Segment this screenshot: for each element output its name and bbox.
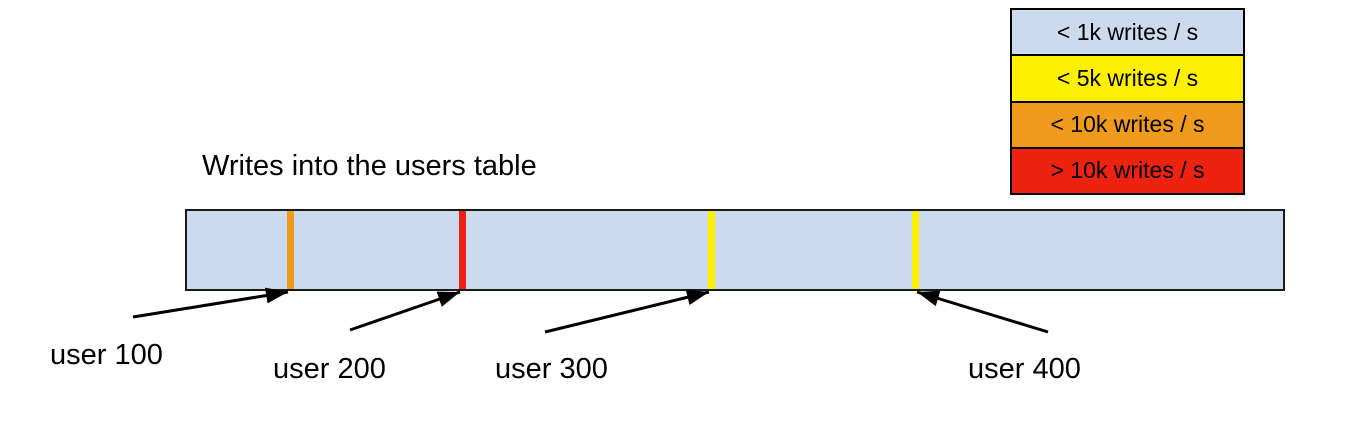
callout-label-3: user 400 <box>968 353 1081 385</box>
marker-user-200 <box>459 211 466 289</box>
users-table-bar <box>185 209 1285 291</box>
callout-label-0: user 100 <box>50 339 163 371</box>
legend-row-1: < 5k writes / s <box>1012 56 1243 103</box>
bar-title: Writes into the users table <box>202 150 537 182</box>
legend-row-label: < 10k writes / s <box>1050 111 1205 138</box>
write-rate-legend: < 1k writes / s < 5k writes / s < 10k writ… <box>1010 8 1245 195</box>
callout-label-2: user 300 <box>495 353 608 385</box>
legend-row-label: < 1k writes / s <box>1056 18 1199 45</box>
marker-user-300 <box>708 211 715 289</box>
callout-label-1: user 200 <box>273 353 386 385</box>
arrow-shaft-1 <box>349 290 461 332</box>
legend-row-label: > 10k writes / s <box>1050 157 1205 184</box>
arrow-shaft-2 <box>544 290 710 334</box>
arrow-shaft-3 <box>916 290 1049 334</box>
legend-row-2: < 10k writes / s <box>1012 102 1243 149</box>
marker-user-400 <box>912 211 919 289</box>
arrow-shaft-0 <box>132 290 289 319</box>
legend-row-3: > 10k writes / s <box>1012 148 1243 193</box>
arrow-head-2 <box>685 289 709 305</box>
arrow-head-1 <box>436 291 460 307</box>
legend-row-label: < 5k writes / s <box>1056 64 1199 91</box>
arrow-head-3 <box>917 290 941 307</box>
legend-row-0: < 1k writes / s <box>1012 10 1243 57</box>
marker-user-100 <box>287 211 294 289</box>
